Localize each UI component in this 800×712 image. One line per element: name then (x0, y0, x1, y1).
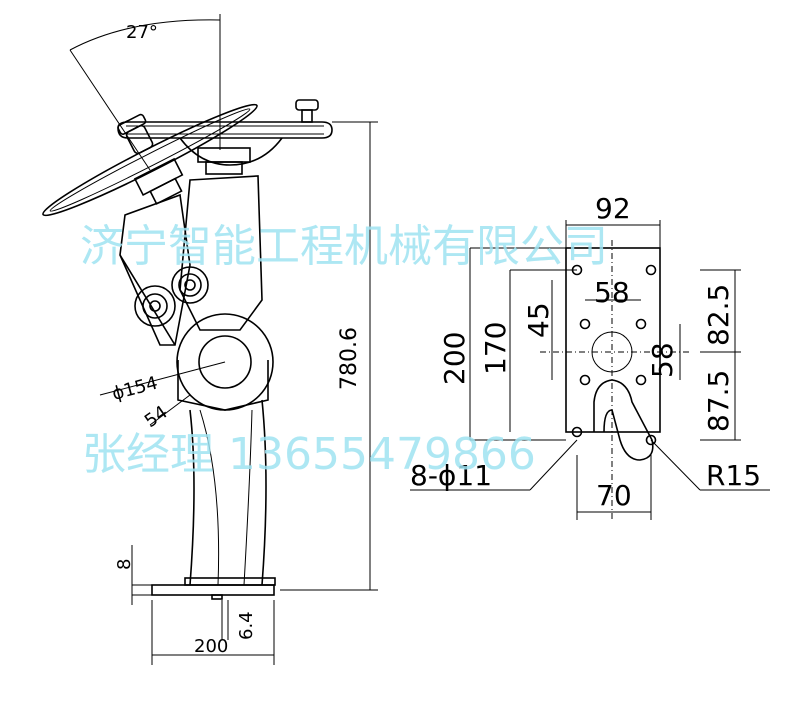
steering-wheel (69, 14, 333, 175)
base-lip-label: 6.4 (236, 611, 257, 640)
lower-height-label: 87.5 (702, 370, 735, 432)
side-view: 27° 780.6 ϕ154 54 8 6.4 200 (42, 14, 378, 665)
mounting-holes (571, 264, 657, 446)
hole-spacing-h-label: 58 (594, 276, 630, 309)
upper-height-label: 82.5 (702, 284, 735, 346)
tilted-steering-wheel (42, 103, 258, 217)
hole-spacing-v1-label: 45 (522, 302, 555, 338)
hole-spacing-v2-label: 58 (646, 342, 679, 378)
tilt-angle-label: 27° (126, 22, 158, 43)
watermark-company: 济宁智能工程机械有限公司 (80, 221, 608, 272)
side-view-dimensions (99, 121, 378, 665)
watermark-manager: 张经理 13655479866 (82, 429, 536, 480)
plate-width-label: 92 (595, 192, 631, 225)
slot-radius-label: R15 (706, 459, 761, 492)
plate-view: 92 58 45 58 200 170 82.5 87.5 8-ϕ11 70 R… (410, 192, 770, 520)
base-width-label: 200 (194, 636, 228, 657)
plate-height-label: 200 (438, 332, 471, 385)
inner-height-label: 170 (479, 322, 512, 375)
hole-callout-label: 8-ϕ11 (410, 459, 492, 492)
mounting-plate (565, 247, 661, 433)
adjust-knobs (134, 266, 209, 327)
pedestal (151, 399, 276, 600)
total-height-label: 780.6 (337, 327, 362, 390)
base-thickness-label: 8 (114, 559, 135, 570)
slot (593, 379, 654, 461)
pivot-boss (176, 313, 274, 411)
pivot-diameter-label: ϕ154 (110, 373, 160, 405)
slot-width-label: 70 (596, 479, 632, 512)
plate-dimensions (410, 220, 770, 520)
